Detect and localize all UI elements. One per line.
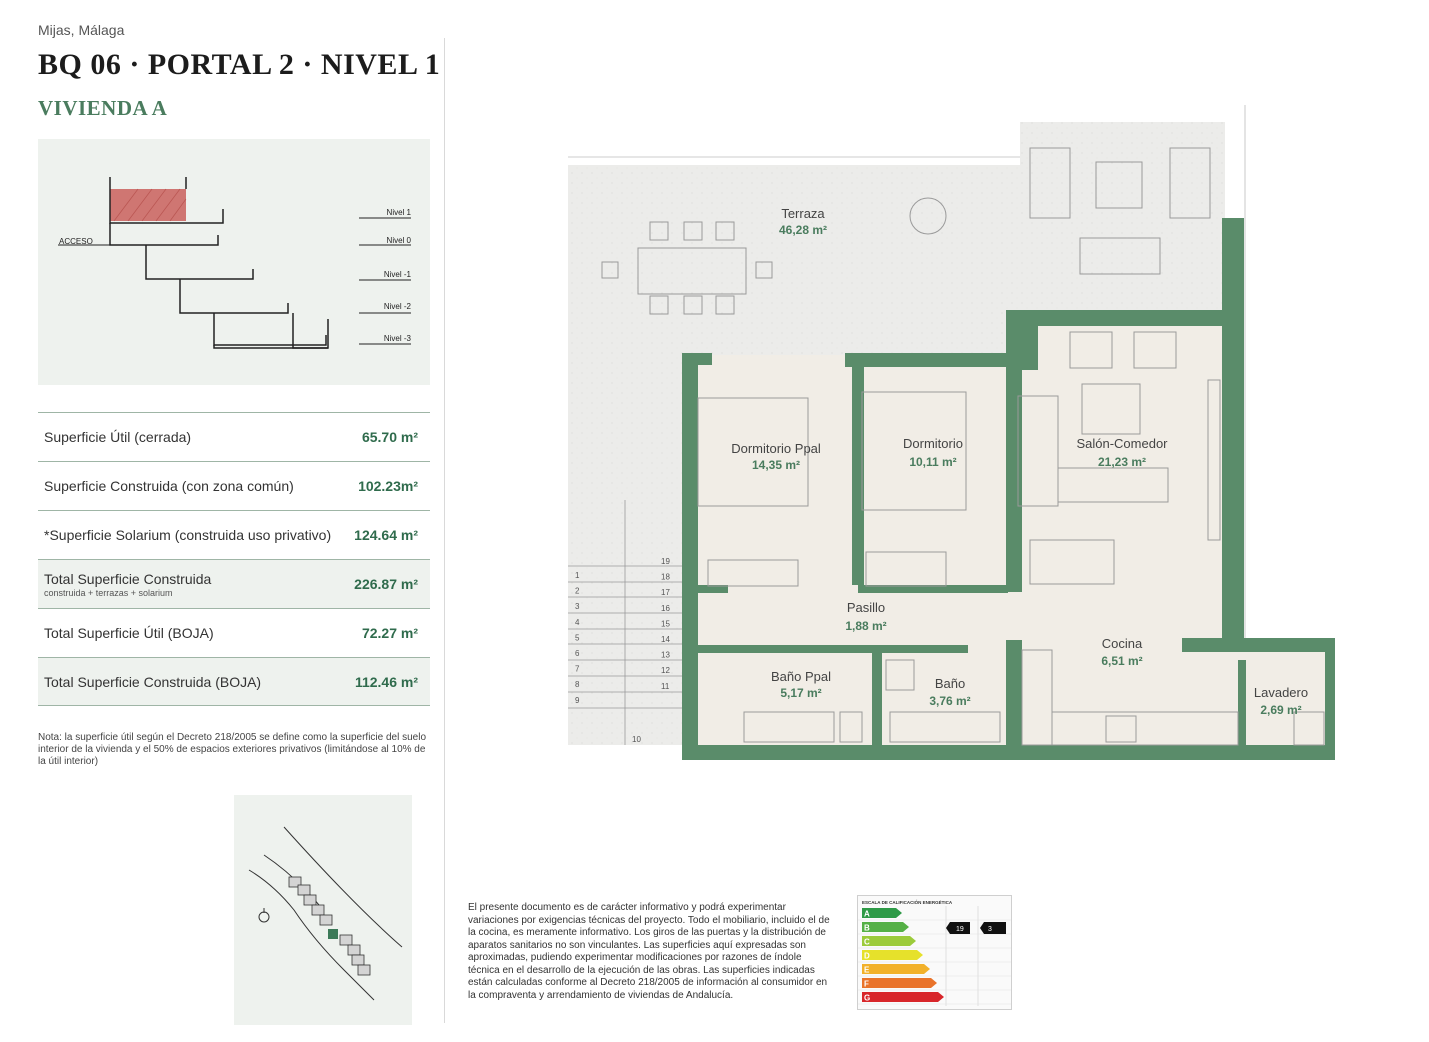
svg-text:3: 3 [988, 926, 992, 933]
room-area: 5,17 m² [780, 686, 821, 700]
terrace-area [682, 165, 1022, 355]
area-value: 65.70 m² [361, 429, 418, 445]
stair-step-number: 4 [575, 618, 580, 627]
area-value: 112.46 m² [354, 673, 418, 690]
stair-step-number: 14 [661, 635, 670, 644]
vertical-divider [444, 38, 445, 1023]
area-sublabel: construida + terrazas + solarium [44, 587, 173, 598]
room-name: Dormitorio Ppal [731, 441, 821, 456]
area-row: *Superficie Solarium (construida uso pri… [38, 510, 430, 559]
stair-step-number: 6 [575, 649, 580, 658]
unit-location-marker [328, 929, 338, 939]
area-label: *Superficie Solarium (construida uso pri… [44, 527, 332, 543]
stair-step-number: 16 [661, 604, 670, 613]
stair-step-number: 18 [661, 573, 670, 582]
rating-consumption: 19 [946, 922, 970, 934]
stair-step-number: 19 [661, 557, 670, 566]
disclaimer: El presente documento es de carácter inf… [468, 902, 830, 1001]
room-name: Lavadero [1254, 685, 1308, 700]
site-plan [234, 795, 412, 1025]
rating-emissions: 3 [980, 922, 1006, 934]
svg-text:B: B [864, 924, 870, 933]
area-row: Superficie Construida (con zona común) 1… [38, 461, 430, 510]
level-label: Nivel 0 [387, 236, 412, 245]
area-row: Total Superficie Útil (BOJA) 72.27 m² [38, 608, 430, 657]
area-row: Total Superficie Construida (BOJA) 112.4… [38, 657, 430, 706]
stair-step-number: 7 [575, 665, 580, 674]
floor-plan: Terraza Dormitorio Ppal Dormitorio Salón… [568, 105, 1335, 760]
stair-step-number: 5 [575, 633, 580, 642]
section-diagram: ACCESO Nivel 1 Nivel 0 Nivel -1 Nivel -2… [38, 139, 430, 385]
area-value: 102.23m² [358, 478, 418, 494]
terrace-area [1020, 122, 1225, 317]
stair-step-number: 10 [632, 735, 641, 744]
location: Mijas, Málaga [38, 22, 125, 38]
stair-step-number: 15 [661, 619, 670, 628]
stair-step-number: 9 [575, 696, 580, 705]
unit-title: VIVIENDA A [38, 96, 168, 120]
room-name: Terraza [781, 206, 825, 221]
stair-step-number: 17 [661, 588, 670, 597]
room-name: Cocina [1102, 636, 1143, 651]
stair-step-number: 2 [575, 587, 580, 596]
room-area: 6,51 m² [1101, 654, 1142, 668]
level-label: Nivel -1 [384, 270, 412, 279]
svg-text:E: E [864, 966, 870, 975]
energy-class-bar: E [858, 964, 1011, 977]
svg-text:D: D [864, 952, 870, 961]
room-name: Salón-Comedor [1076, 436, 1168, 451]
area-label: Superficie Construida (con zona común) [44, 478, 294, 494]
stair-step-number: 13 [661, 651, 670, 660]
svg-text:G: G [864, 994, 870, 1003]
area-row: Superficie Útil (cerrada) 65.70 m² [38, 412, 430, 461]
svg-text:19: 19 [956, 926, 964, 933]
svg-text:A: A [864, 910, 870, 919]
area-label: Total Superficie Útil (BOJA) [44, 625, 214, 641]
stair-step-number: 8 [575, 680, 580, 689]
room-area: 14,35 m² [752, 458, 800, 472]
area-label: Total Superficie Construida (BOJA) [44, 673, 262, 690]
svg-text:F: F [864, 980, 869, 989]
energy-class-bar: F [858, 978, 1011, 991]
room-area: 10,11 m² [909, 455, 956, 469]
level-label: Nivel 1 [387, 208, 412, 217]
energy-class-bar: C [858, 936, 1011, 949]
energy-class-bar: D [858, 950, 1011, 963]
stair-step-number: 3 [575, 602, 580, 611]
room-name: Dormitorio [903, 436, 963, 451]
area-label: Superficie Útil (cerrada) [44, 429, 192, 445]
room-name: Baño [935, 676, 965, 691]
energy-title: ESCALA DE CALIFICACIÓN ENERGÉTICA [862, 898, 953, 905]
room-area: 46,28 m² [779, 223, 827, 237]
room-area: 3,76 m² [929, 694, 970, 708]
room-name: Pasillo [847, 600, 885, 615]
level-label: Nivel -2 [384, 302, 412, 311]
area-value: 226.87 m² [354, 576, 418, 592]
area-value: 124.64 m² [354, 527, 418, 543]
acceso-label: ACCESO [59, 237, 93, 246]
area-table: Superficie Útil (cerrada) 65.70 m² Super… [38, 412, 430, 706]
page-title: BQ 06 · PORTAL 2 · NIVEL 1 [38, 48, 441, 81]
area-label: Total Superficie Construida [44, 570, 212, 587]
level-label: Nivel -3 [384, 334, 412, 343]
area-value: 72.27 m² [361, 625, 418, 641]
svg-text:C: C [864, 938, 870, 947]
stair-step-number: 12 [661, 666, 670, 675]
stair-step-number: 11 [661, 682, 670, 691]
room-name: Baño Ppal [771, 669, 831, 684]
energy-class-bar: G [858, 992, 1011, 1005]
area-note: Nota: la superficie útil según el Decret… [38, 732, 427, 767]
room-area: 1,88 m² [845, 619, 886, 633]
energy-class-bar: A [858, 908, 1011, 921]
room-area: 21,23 m² [1098, 455, 1146, 469]
room-area: 2,69 m² [1260, 703, 1301, 717]
north-icon [258, 908, 270, 923]
stair-step-number: 1 [575, 571, 580, 580]
